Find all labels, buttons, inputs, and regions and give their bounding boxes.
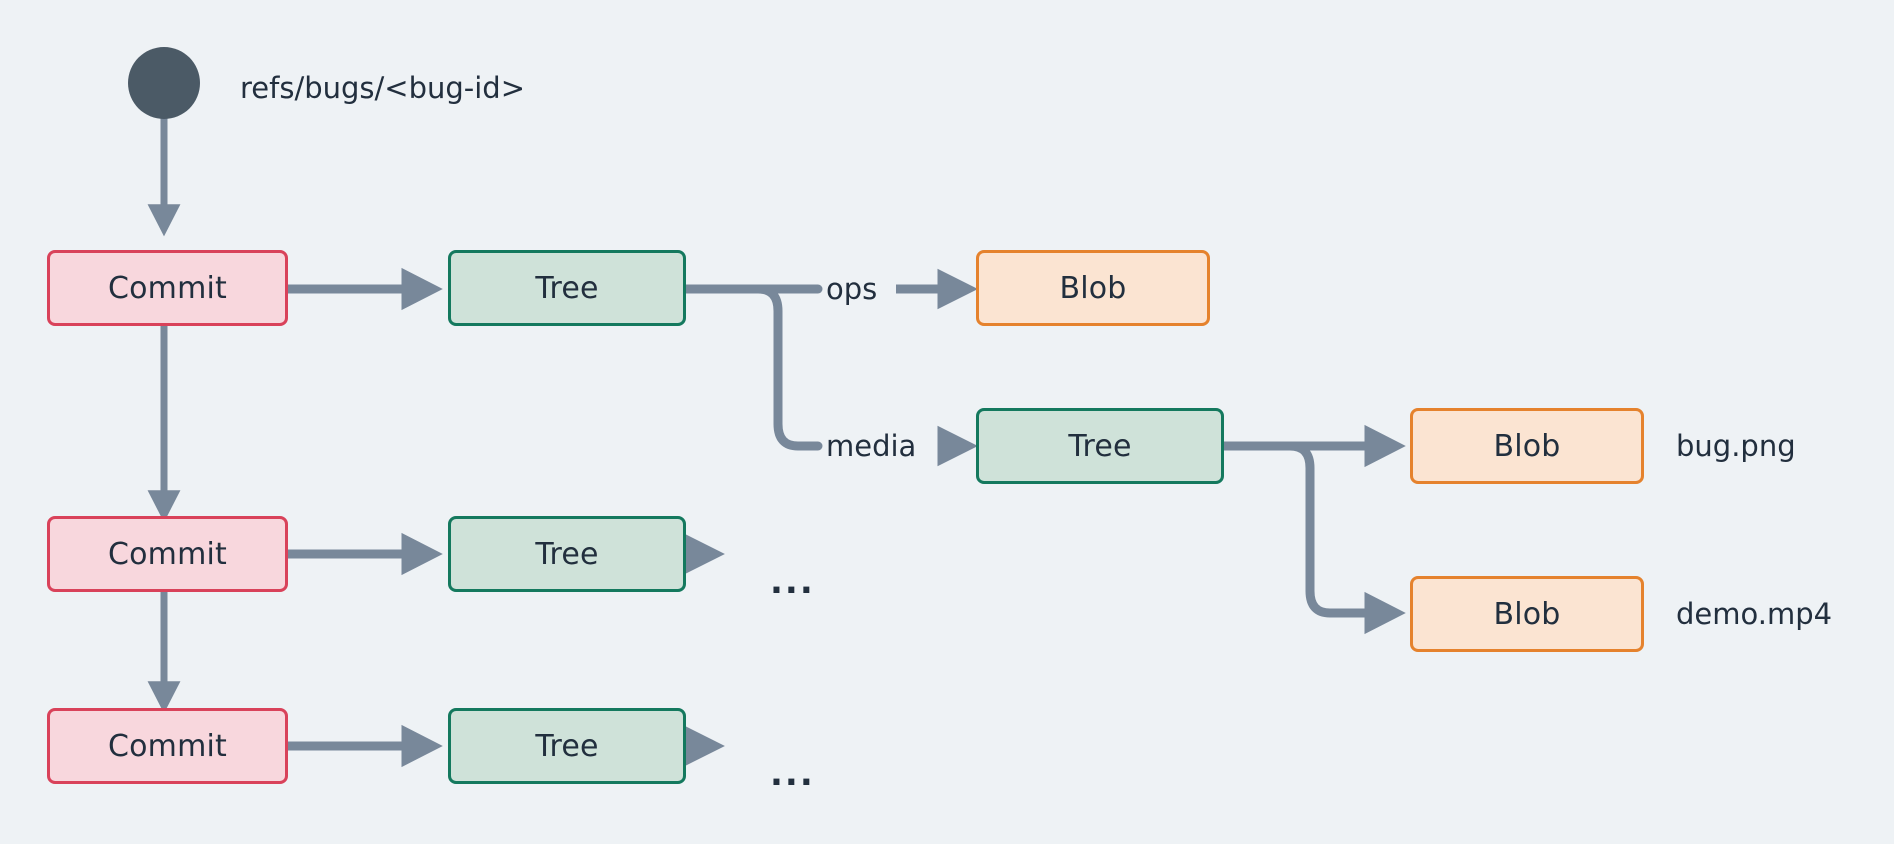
edge-label-ops: ops [826, 272, 878, 306]
node-tree-2[interactable]: Tree [448, 516, 686, 592]
edge-treemedia-to-blob-demomp4 [1219, 441, 1406, 635]
edge-tree1-to-media [681, 284, 823, 451]
node-label: Tree [535, 270, 599, 306]
node-tree-media[interactable]: Tree [976, 408, 1224, 484]
node-label: Tree [535, 728, 599, 764]
file-label-bug-png: bug.png [1676, 429, 1796, 463]
node-label: Blob [1059, 270, 1127, 306]
node-label: Blob [1493, 596, 1561, 632]
file-label-demo-mp4: demo.mp4 [1676, 597, 1833, 631]
node-label: Commit [107, 270, 228, 306]
node-tree-3[interactable]: Tree [448, 708, 686, 784]
node-commit-2[interactable]: Commit [47, 516, 288, 592]
ellipsis-after-tree-2: ... [770, 562, 815, 602]
node-label: Tree [1068, 428, 1132, 464]
node-label: Blob [1493, 428, 1561, 464]
node-tree-1[interactable]: Tree [448, 250, 686, 326]
node-blob-ops[interactable]: Blob [976, 250, 1210, 326]
ref-label: refs/bugs/<bug-id> [240, 71, 526, 105]
node-label: Tree [535, 536, 599, 572]
ellipsis-after-tree-3: ... [770, 754, 815, 794]
node-commit-3[interactable]: Commit [47, 708, 288, 784]
node-label: Commit [107, 536, 228, 572]
node-commit-1[interactable]: Commit [47, 250, 288, 326]
ref-pointer-circle[interactable] [128, 47, 200, 119]
node-blob-bug-png[interactable]: Blob [1410, 408, 1644, 484]
node-blob-demo-mp4[interactable]: Blob [1410, 576, 1644, 652]
edge-label-media: media [826, 429, 917, 463]
node-label: Commit [107, 728, 228, 764]
